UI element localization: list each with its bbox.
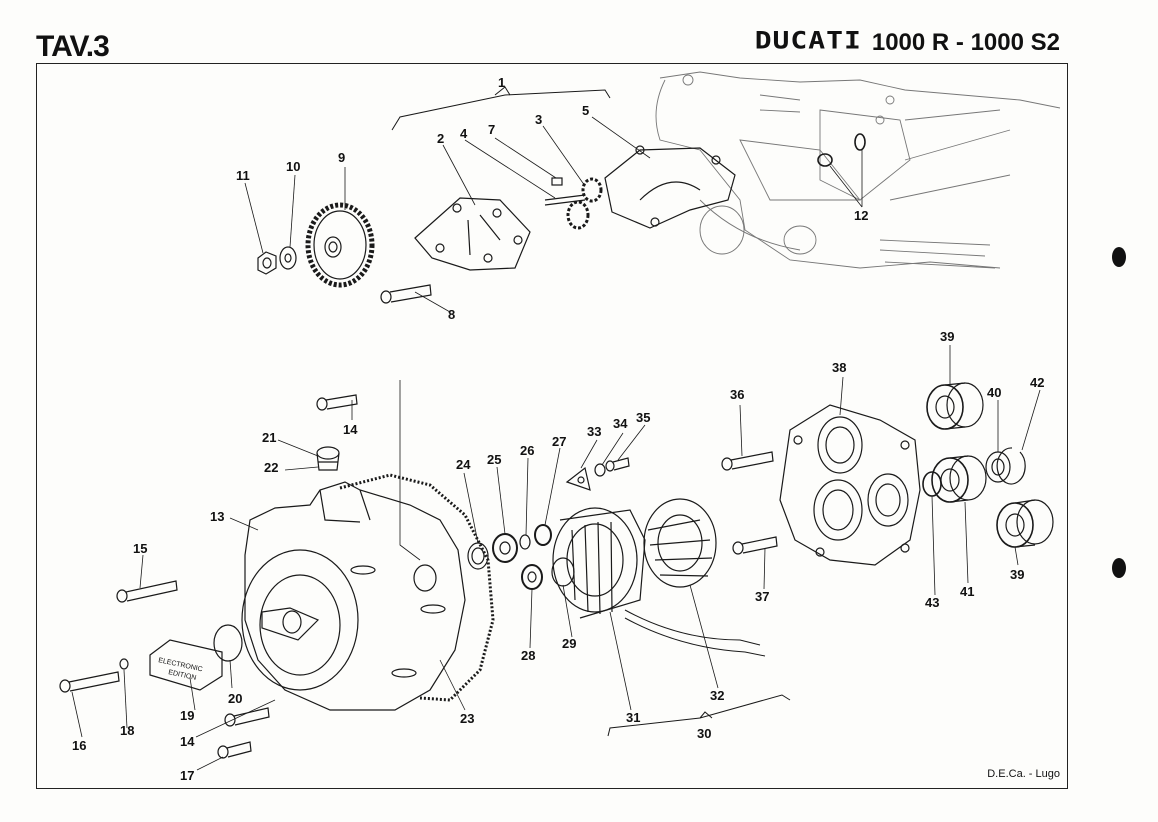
o-ring-12b [854,133,866,151]
screw-17 [217,741,252,759]
callout-35: 35 [636,410,650,425]
page-title: TAV.3 [36,30,110,63]
leader-lines [71,116,1041,771]
callout-27: 27 [552,434,566,449]
engine-case-outline [655,71,1061,269]
bearing-41 [931,455,987,503]
bracket-1 [391,89,611,131]
stator-31 [551,507,646,619]
callout-26: 26 [520,443,534,458]
washer-26 [519,534,531,550]
screw-16 [59,671,120,693]
callout-10: 10 [286,159,300,174]
callout-17: 17 [180,768,194,783]
callout-33: 33 [587,424,601,439]
callout-13: 13 [210,509,224,524]
diagram-frame [36,63,1068,789]
callout-29: 29 [562,636,576,651]
callout-23: 23 [460,711,474,726]
callout-5: 5 [582,103,589,118]
callout-30: 30 [697,726,711,741]
pump-gear-small [544,194,590,230]
rotor-32 [643,498,717,588]
callout-36: 36 [730,387,744,402]
callout-31: 31 [626,710,640,725]
callout-25: 25 [487,452,501,467]
callout-40: 40 [987,385,1001,400]
model-title: 1000 R - 1000 S2 [871,29,1060,56]
callout-7: 7 [488,122,495,137]
brand-header: DUCATI 1000 R - 1000 S2 [755,24,1060,57]
callout-4: 4 [460,126,468,141]
callout-24: 24 [456,457,471,472]
callout-38: 38 [832,360,846,375]
circlip-42 [996,447,1026,485]
callout-39a: 39 [940,329,954,344]
publisher-credit: D.E.Ca. - Lugo [987,768,1060,780]
callout-39b: 39 [1010,567,1024,582]
callout-32: 32 [710,688,724,703]
washer-10 [279,246,297,270]
screw-36 [721,451,774,471]
bracket-33 [565,466,591,491]
washer-18 [119,658,129,670]
nut-28 [521,564,543,590]
callout-14b: 14 [180,734,195,749]
alternator-cover [241,481,466,711]
bearing-39b [996,499,1054,548]
inspection-window [213,624,243,662]
callout-9: 9 [338,150,345,165]
callout-21: 21 [262,430,276,445]
electronic-plate: ELECTRONIC EDITION [149,639,223,691]
callout-42: 42 [1030,375,1044,390]
callout-34: 34 [613,416,628,431]
binder-hole-bottom [1112,558,1126,578]
screw-15 [116,580,178,603]
callout-14a: 14 [343,422,358,437]
wire-harness [624,609,766,657]
callout-15: 15 [133,541,147,556]
nut-11 [257,251,277,275]
pump-body [604,145,736,229]
pin-7 [551,177,563,186]
o-ring-12a [817,153,833,167]
callout-22: 22 [264,460,278,475]
screw-14b [224,707,270,727]
callout-18: 18 [120,723,134,738]
callout-43: 43 [925,595,939,610]
bolt-8 [380,284,432,304]
screw-35 [605,457,630,472]
screw-14a [316,394,358,411]
spacer-40 [985,451,1011,483]
binder-hole-top [1112,247,1126,267]
callout-37: 37 [755,589,769,604]
screw-37 [732,536,778,555]
washer-34 [594,463,606,477]
callout-11: 11 [236,168,250,183]
callout-20: 20 [228,691,242,706]
callout-3: 3 [535,112,542,127]
oil-filler-plug [316,446,340,471]
bearing-housing-38 [779,404,921,566]
bearing-25 [492,533,518,563]
callout-19: 19 [180,708,194,723]
pump-drive-gear [305,202,375,288]
callout-8: 8 [448,307,455,322]
spacer-27 [534,524,552,546]
callout-12: 12 [854,208,868,223]
callout-28: 28 [521,648,535,663]
callout-16: 16 [72,738,86,753]
brand-logo: DUCATI [754,26,862,55]
pump-gear-main [581,177,603,203]
callout-1: 1 [498,75,505,90]
callout-2: 2 [437,131,444,146]
callout-41: 41 [960,584,974,599]
pump-cover [414,197,531,271]
bearing-39a [926,382,984,430]
